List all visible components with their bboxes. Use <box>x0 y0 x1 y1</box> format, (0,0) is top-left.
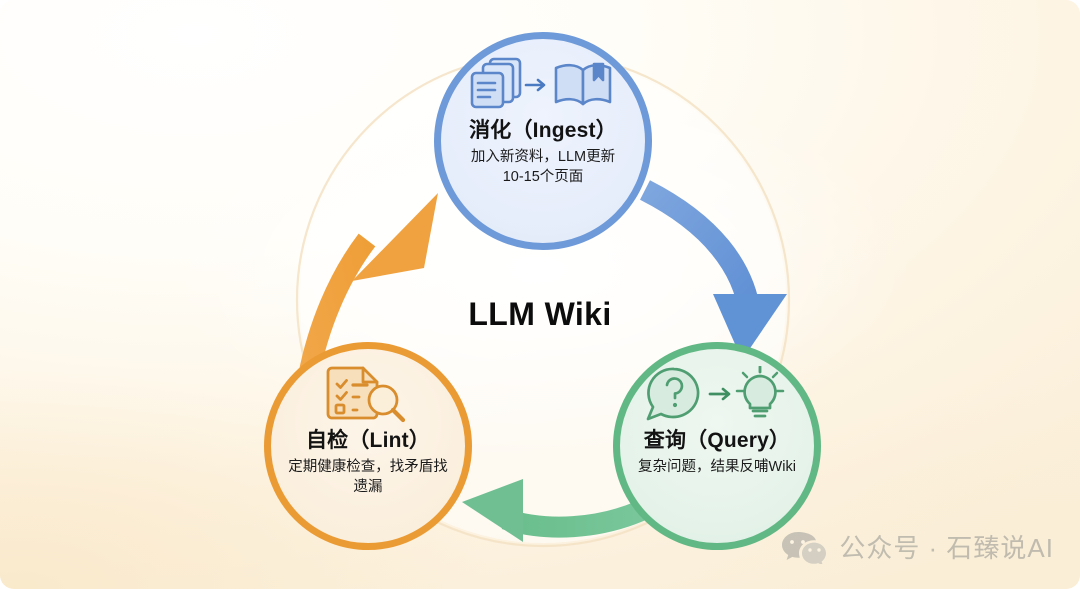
documents-stack-icon <box>470 57 522 109</box>
node-ingest-icon-group <box>468 53 618 115</box>
node-ingest-title: 消化（Ingest） <box>469 119 617 142</box>
question-bubble-icon <box>646 367 700 421</box>
node-ingest-subtitle: 加入新资料，LLM更新10-15个页面 <box>470 149 616 186</box>
node-query-icon-group <box>644 365 790 423</box>
watermark-text: 公众号 · 石臻说AI <box>839 533 1054 563</box>
node-lint-title: 自检（Lint） <box>305 429 431 452</box>
node-query[interactable]: 查询（Query） 复杂问题，结果反哺Wiki <box>613 342 821 550</box>
node-lint-subtitle: 定期健康检查，找矛盾找遗漏 <box>288 459 448 496</box>
node-query-subtitle: 复杂问题，结果反哺Wiki <box>638 459 796 476</box>
open-book-icon <box>554 62 612 106</box>
node-ingest[interactable]: 消化（Ingest） 加入新资料，LLM更新10-15个页面 <box>434 32 652 250</box>
arrow-query-to-lint <box>462 479 652 542</box>
wechat-icon <box>782 531 827 564</box>
node-lint[interactable]: 自检（Lint） 定期健康检查，找矛盾找遗漏 <box>264 342 472 550</box>
center-title: LLM Wiki <box>468 296 612 332</box>
arrow-right-icon <box>708 387 731 401</box>
node-lint-icon-group <box>320 365 416 423</box>
node-query-title: 查询（Query） <box>643 429 791 452</box>
arrow-ingest-to-query <box>639 180 787 360</box>
checklist-magnifier-icon <box>326 366 406 423</box>
watermark: 公众号 · 石臻说AI <box>781 528 1054 565</box>
lightbulb-icon <box>735 366 785 418</box>
arrow-right-icon <box>524 78 546 92</box>
